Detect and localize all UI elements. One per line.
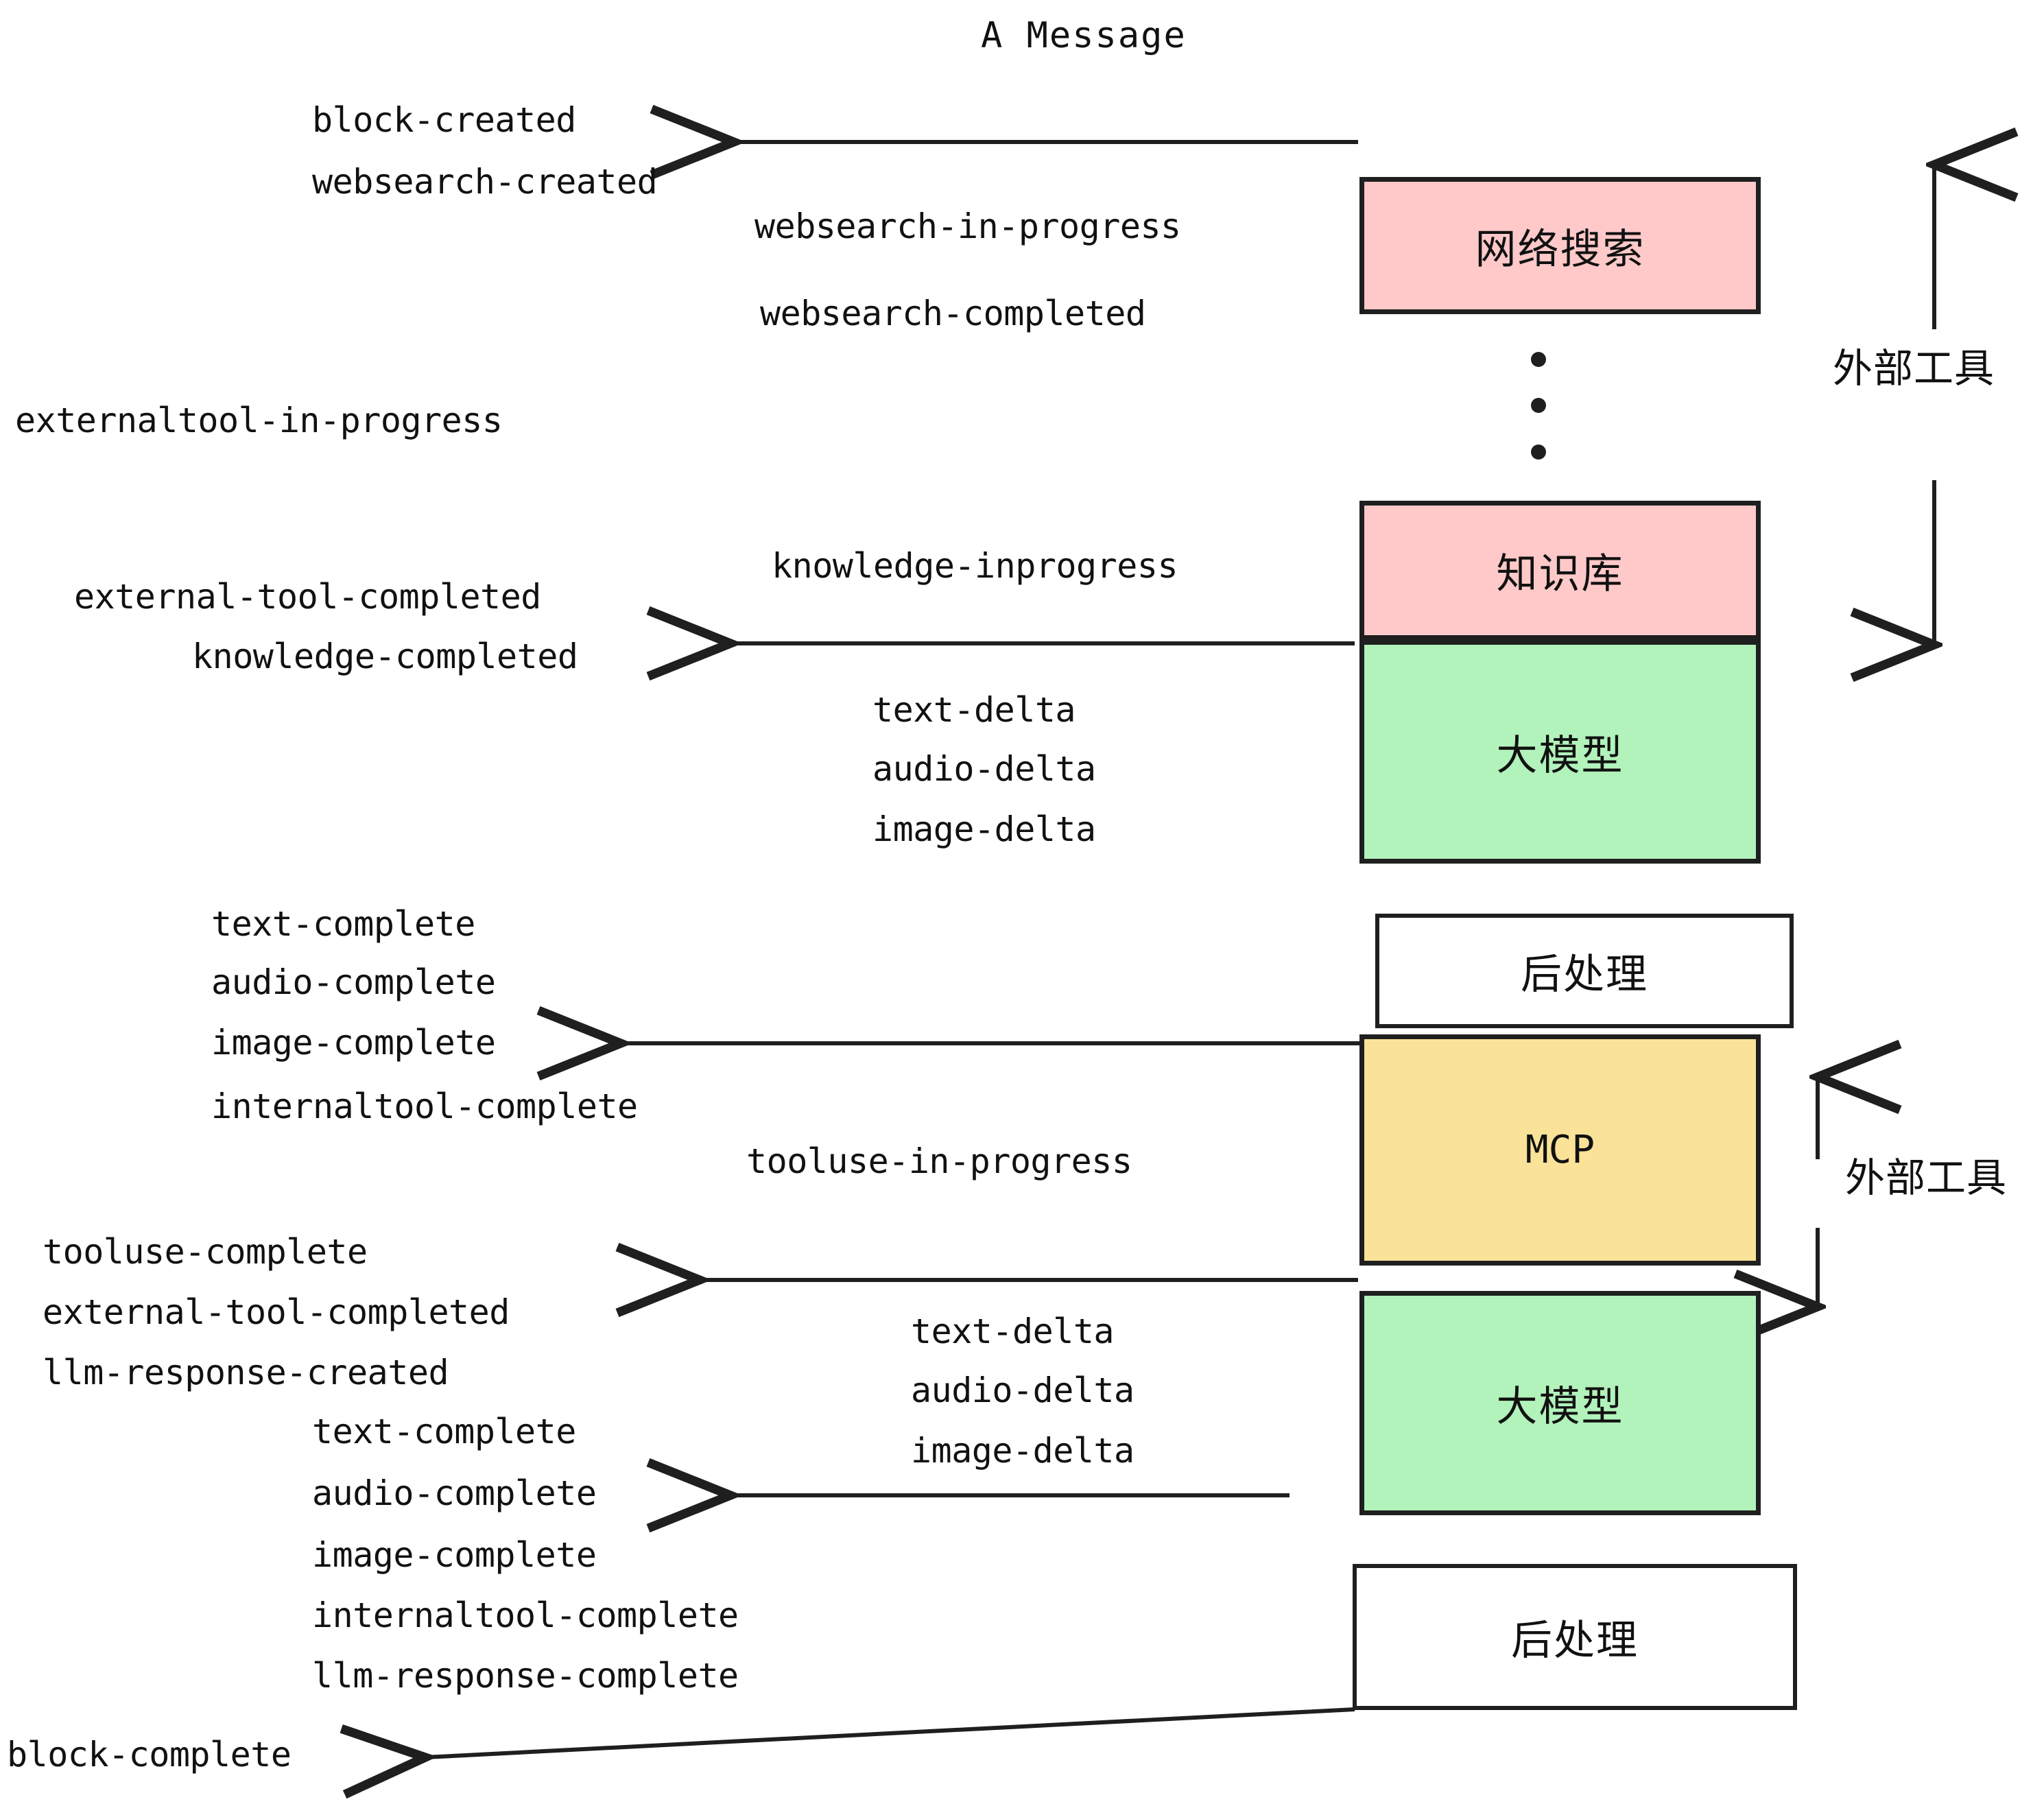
node-post-processing-lower-label: 后处理: [1511, 1617, 1639, 1665]
node-llm-lower-label: 大模型: [1496, 1383, 1624, 1431]
node-llm-lower[interactable]: 大模型: [1359, 1291, 1761, 1515]
event-audio-complete-1: audio-complete: [211, 962, 496, 1002]
node-llm-upper-label: 大模型: [1496, 731, 1624, 780]
ellipsis-dot-2: [1531, 398, 1546, 413]
event-audio-delta-2: audio-delta: [911, 1370, 1134, 1410]
event-llm-response-created: llm-response-created: [43, 1353, 449, 1392]
event-image-complete-1: image-complete: [211, 1023, 496, 1063]
side-label-external-tools-bottom: 外部工具: [1845, 1154, 2008, 1201]
event-block-complete: block-complete: [7, 1735, 292, 1775]
event-image-delta-1: image-delta: [872, 809, 1096, 849]
event-tooluse-complete: tooluse-complete: [43, 1232, 368, 1272]
page-title: A Message: [981, 15, 1187, 56]
event-websearch-in-progress: websearch-in-progress: [754, 206, 1181, 246]
arrow-post-lower-to-blockcomplete: [425, 1707, 1355, 1757]
event-text-complete-2: text-complete: [312, 1412, 576, 1451]
node-mcp-label: MCP: [1525, 1128, 1595, 1172]
node-knowledge-label: 知识库: [1496, 550, 1624, 598]
event-websearch-completed: websearch-completed: [760, 294, 1146, 333]
event-text-delta-2: text-delta: [911, 1312, 1115, 1351]
side-label-external-tools-top: 外部工具: [1833, 345, 1995, 392]
node-post-processing-upper-label: 后处理: [1521, 951, 1648, 999]
ellipsis-dot-1: [1531, 352, 1546, 367]
event-internaltool-complete-1: internaltool-complete: [211, 1087, 638, 1126]
event-audio-complete-2: audio-complete: [312, 1473, 597, 1513]
node-llm-upper[interactable]: 大模型: [1359, 640, 1761, 864]
node-post-processing-upper[interactable]: 后处理: [1375, 914, 1794, 1028]
node-websearch[interactable]: 网络搜索: [1359, 177, 1761, 314]
node-post-processing-lower[interactable]: 后处理: [1353, 1564, 1797, 1710]
event-llm-response-complete: llm-response-complete: [312, 1656, 739, 1696]
event-text-delta-1: text-delta: [872, 690, 1076, 730]
event-image-delta-2: image-delta: [911, 1431, 1134, 1471]
node-knowledge[interactable]: 知识库: [1359, 501, 1761, 640]
event-block-created: block-created: [312, 100, 576, 140]
ellipsis-dot-3: [1531, 444, 1546, 460]
node-websearch-label: 网络搜索: [1475, 225, 1645, 274]
event-image-complete-2: image-complete: [312, 1535, 597, 1575]
event-external-tool-completed-1: external-tool-completed: [74, 577, 541, 617]
event-audio-delta-1: audio-delta: [872, 749, 1096, 789]
event-internaltool-complete-2: internaltool-complete: [312, 1595, 739, 1635]
event-websearch-created: websearch-created: [312, 162, 658, 202]
node-mcp[interactable]: MCP: [1359, 1034, 1761, 1266]
event-knowledge-completed: knowledge-completed: [192, 637, 578, 676]
event-externaltool-in-progress: externaltool-in-progress: [15, 401, 503, 440]
event-tooluse-in-progress: tooluse-in-progress: [746, 1141, 1132, 1181]
event-external-tool-completed-2: external-tool-completed: [43, 1292, 510, 1332]
event-text-complete-1: text-complete: [211, 904, 475, 944]
event-knowledge-inprogress: knowledge-inprogress: [772, 546, 1178, 586]
